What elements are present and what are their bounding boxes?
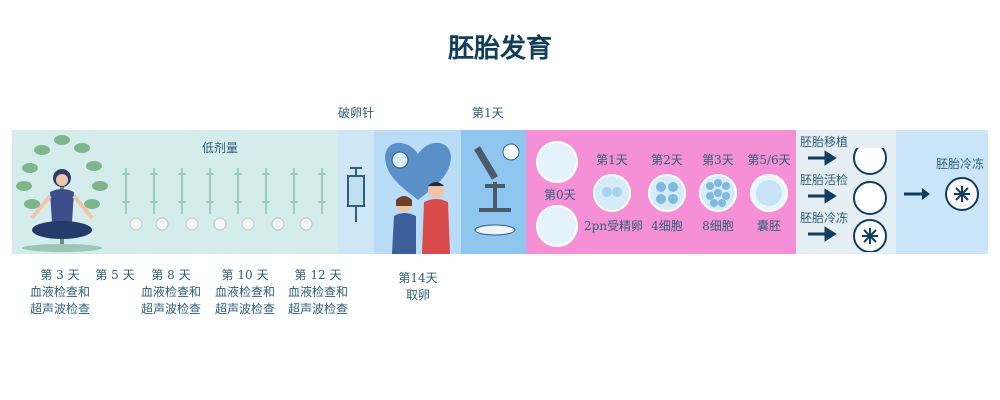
egg-cell-icon <box>536 141 578 183</box>
meditating-woman-icon <box>16 135 108 252</box>
stage-name-label: 囊胚 <box>756 219 781 233</box>
timeline-day3: 第 3 天血液检查和超声波检查 <box>30 268 91 316</box>
embryo-icon <box>750 174 788 212</box>
embryo-icon <box>648 174 686 212</box>
day1-section <box>461 130 526 254</box>
couple-icon <box>385 142 451 254</box>
biopsy-label: 胚胎活检 <box>800 173 849 187</box>
final-freeze-section: 胚胎冷冻 <box>896 130 988 254</box>
stimulation-section: 低剂量 <box>12 130 338 254</box>
timeline-day14: 第14天取卵 <box>398 271 438 302</box>
freeze-label: 胚胎冷冻 <box>800 211 849 225</box>
transfer-label: 胚胎移植 <box>800 135 849 149</box>
stage-name-label: 8细胞 <box>702 219 734 233</box>
timeline-day10: 第 10 天血液检查和超声波检查 <box>214 268 275 316</box>
outcome-section: 胚胎移植 胚胎活检 胚胎冷冻 <box>796 130 896 254</box>
stage-day-label: 第2天 <box>651 153 683 167</box>
retrieval-section <box>374 130 461 254</box>
arrow-icon <box>824 150 837 166</box>
timeline-day8: 第 8 天血液检查和超声波检查 <box>140 268 201 316</box>
embryo-icon <box>593 174 631 212</box>
day1-label: 第1天 <box>472 106 504 120</box>
stage-day-label: 第5/6天 <box>747 153 791 167</box>
uterus-icon <box>853 148 887 175</box>
stage-name-label: 4细胞 <box>651 219 683 233</box>
egg-cell-icon <box>536 205 578 247</box>
arrow-icon <box>824 188 837 204</box>
arrow-icon <box>922 188 930 200</box>
stage-name-label: 2pn受精卵 <box>584 219 644 233</box>
trigger-label: 破卵针 <box>338 106 375 120</box>
embryo-lab-section: 第0天 第1天 2pn受精卵 第2天 4细胞 第3天 8细胞 第5/6天 囊胚 <box>526 130 796 254</box>
final-freeze-label: 胚胎冷冻 <box>936 157 985 171</box>
microscope-icon <box>473 143 520 236</box>
page-title: 胚胎发育 <box>447 34 552 64</box>
arrow-icon <box>824 226 837 242</box>
egg-cell-icon <box>853 181 887 215</box>
syringe-icon <box>347 167 365 222</box>
low-dose-label: 低剂量 <box>202 141 239 155</box>
day0-label: 第0天 <box>544 188 576 202</box>
embryo-icon <box>699 174 737 212</box>
stage-day-label: 第1天 <box>596 153 628 167</box>
trigger-section <box>338 130 374 254</box>
timeline-day12: 第 12 天血液检查和超声波检查 <box>287 268 348 316</box>
stage-day-label: 第3天 <box>702 153 734 167</box>
timeline-day5: 第 5 天 <box>95 268 135 282</box>
